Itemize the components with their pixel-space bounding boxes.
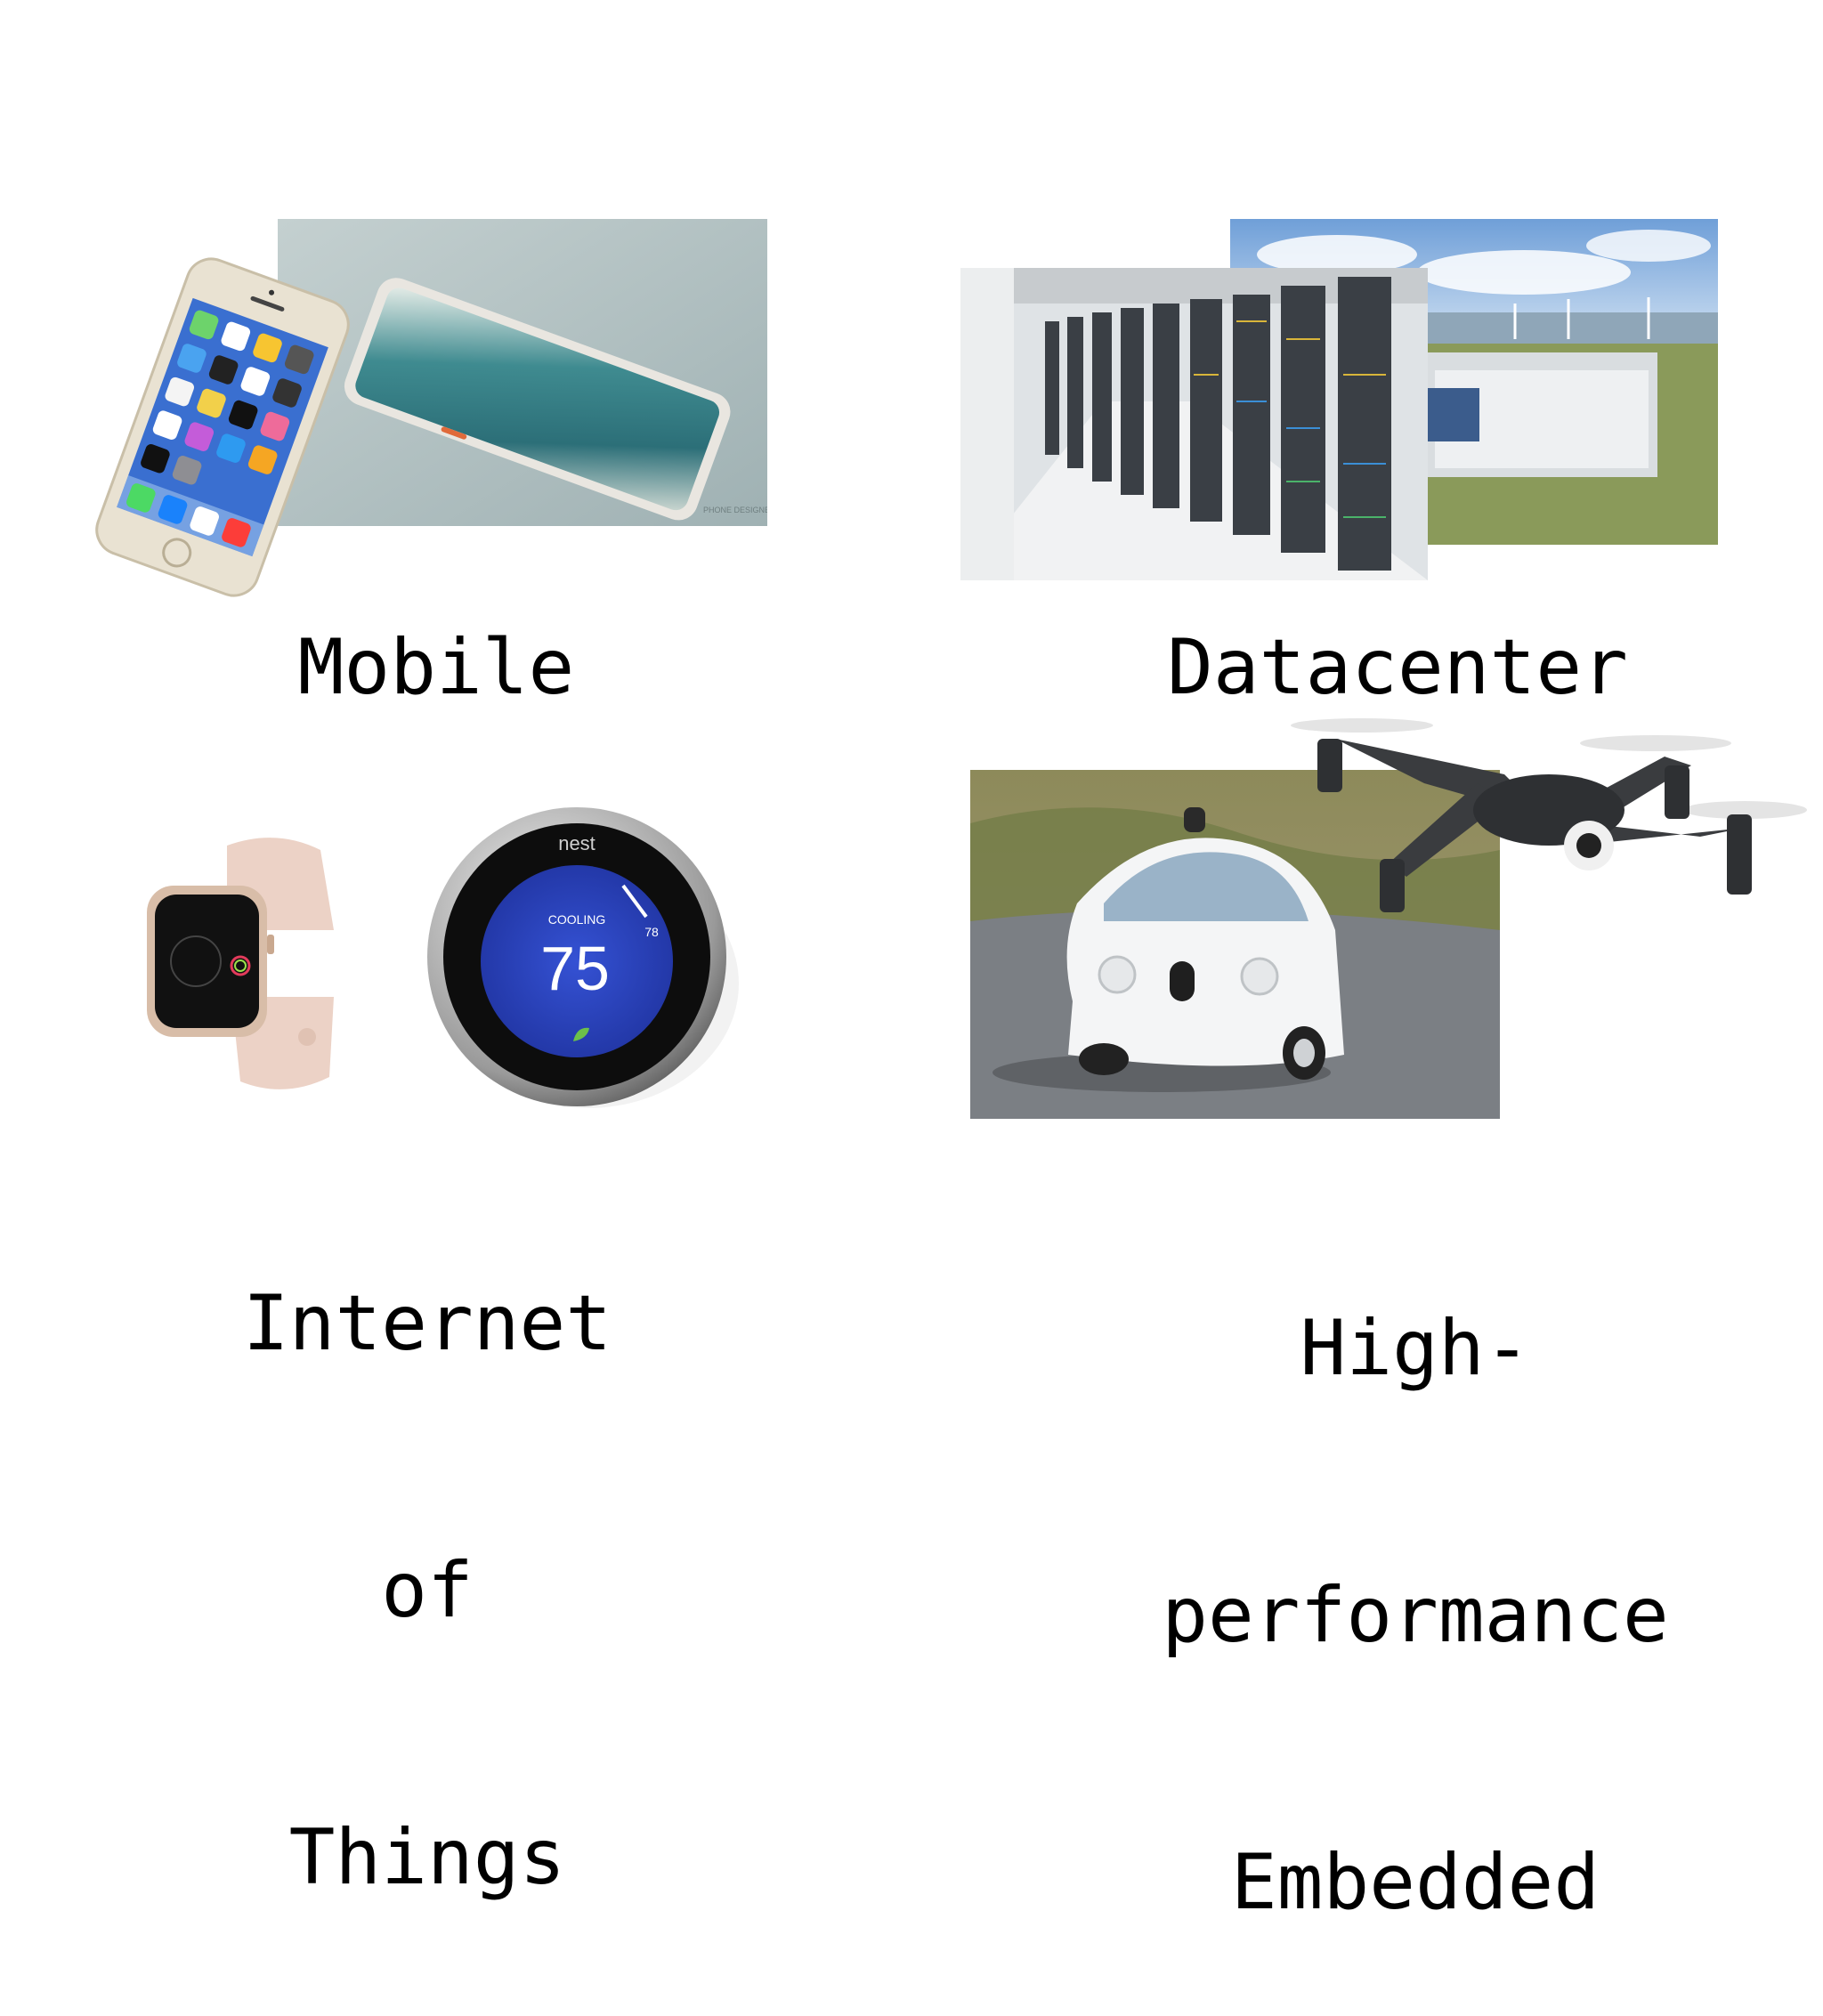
- thermostat-temperature-text: 75: [540, 934, 610, 1003]
- embedded-label-line-1: High-: [1300, 1304, 1531, 1393]
- embedded-label-line-3: Embedded: [1230, 1838, 1600, 1927]
- datacenter-label: Datacenter: [1167, 623, 1628, 712]
- nest-brand-text: nest: [558, 832, 596, 854]
- mobile-label: Mobile: [297, 623, 575, 712]
- server-racks-image: [960, 268, 1428, 580]
- embedded-label-line-2: performance: [1162, 1571, 1669, 1660]
- mobile-photo-group: PHONE DESIGNER: [89, 214, 774, 605]
- drone-image: [1291, 718, 1807, 912]
- nest-thermostat-image: nest COOLING 75 78: [427, 807, 739, 1108]
- embedded-label: High- performance Embedded: [1104, 1126, 1727, 2016]
- thermostat-mode-text: COOLING: [548, 912, 606, 927]
- iphone-image: [95, 257, 350, 597]
- iot-label-line-1: Internet: [242, 1279, 612, 1368]
- iot-label-line-3: Things: [288, 1813, 566, 1902]
- iot-label-line-2: of: [381, 1546, 474, 1635]
- pixel-phone-image: PHONE DESIGNER: [278, 219, 767, 526]
- thermostat-setpoint-text: 78: [644, 925, 659, 939]
- apple-watch-image: [147, 838, 334, 1089]
- self-driving-car-image: [970, 770, 1500, 1119]
- iot-label: Internet of Things: [231, 1101, 623, 1991]
- phone-watermark: PHONE DESIGNER: [703, 506, 767, 514]
